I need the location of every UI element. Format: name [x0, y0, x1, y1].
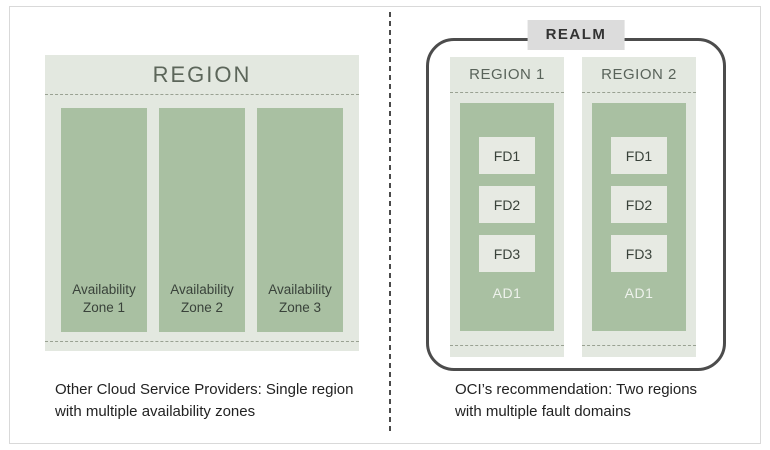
region-1-fd1-box: FD1: [479, 137, 535, 174]
region-2-ad-label: AD1: [624, 285, 654, 301]
region-1-box: REGION 1 FD1 FD2 FD3 AD1: [450, 57, 564, 357]
region-2-box: REGION 2 FD1 FD2 FD3 AD1: [582, 57, 696, 357]
region-box: REGION Availability Zone 1 Availability …: [45, 55, 359, 351]
availability-zone-3-label: Availability Zone 3: [268, 281, 332, 315]
region-2-title: REGION 2: [582, 57, 696, 93]
region-bottom-dashed-line: [45, 341, 359, 342]
availability-zone-2-label: Availability Zone 2: [170, 281, 234, 315]
availability-zone-row: Availability Zone 1 Availability Zone 2 …: [45, 108, 359, 332]
region-2-fd1-box: FD1: [611, 137, 667, 174]
region-1-bottom-dashed-line: [450, 345, 564, 346]
realm-label: REALM: [527, 20, 625, 50]
region-2-fd2-box: FD2: [611, 186, 667, 223]
left-caption-line-1: Other Cloud Service Providers: Single re…: [55, 381, 354, 398]
right-caption-line-1: OCI’s recommendation: Two regions: [455, 381, 698, 398]
left-caption: Other Cloud Service Providers: Single re…: [55, 379, 353, 423]
region-2-ad-column: FD1 FD2 FD3 AD1: [592, 103, 686, 331]
region-1-ad-label: AD1: [492, 285, 522, 301]
region-1-fd2-box: FD2: [479, 186, 535, 223]
availability-zone-2: Availability Zone 2: [159, 108, 245, 332]
region-2-bottom-dashed-line: [582, 345, 696, 346]
left-caption-line-2: with multiple availability zones: [55, 402, 256, 420]
region-1-fd3-box: FD3: [479, 235, 535, 272]
region-title: REGION: [45, 55, 359, 95]
right-caption-line-2: with multiple fault domains: [455, 402, 631, 420]
region-1-title: REGION 1: [450, 57, 564, 93]
availability-zone-1-label: Availability Zone 1: [72, 281, 136, 315]
dashed-divider: [389, 12, 391, 434]
availability-zone-3: Availability Zone 3: [257, 108, 343, 332]
region-1-ad-column: FD1 FD2 FD3 AD1: [460, 103, 554, 331]
availability-zone-1: Availability Zone 1: [61, 108, 147, 332]
right-caption: OCI’s recommendation: Two regions with m…: [455, 379, 697, 423]
region-2-fd3-box: FD3: [611, 235, 667, 272]
